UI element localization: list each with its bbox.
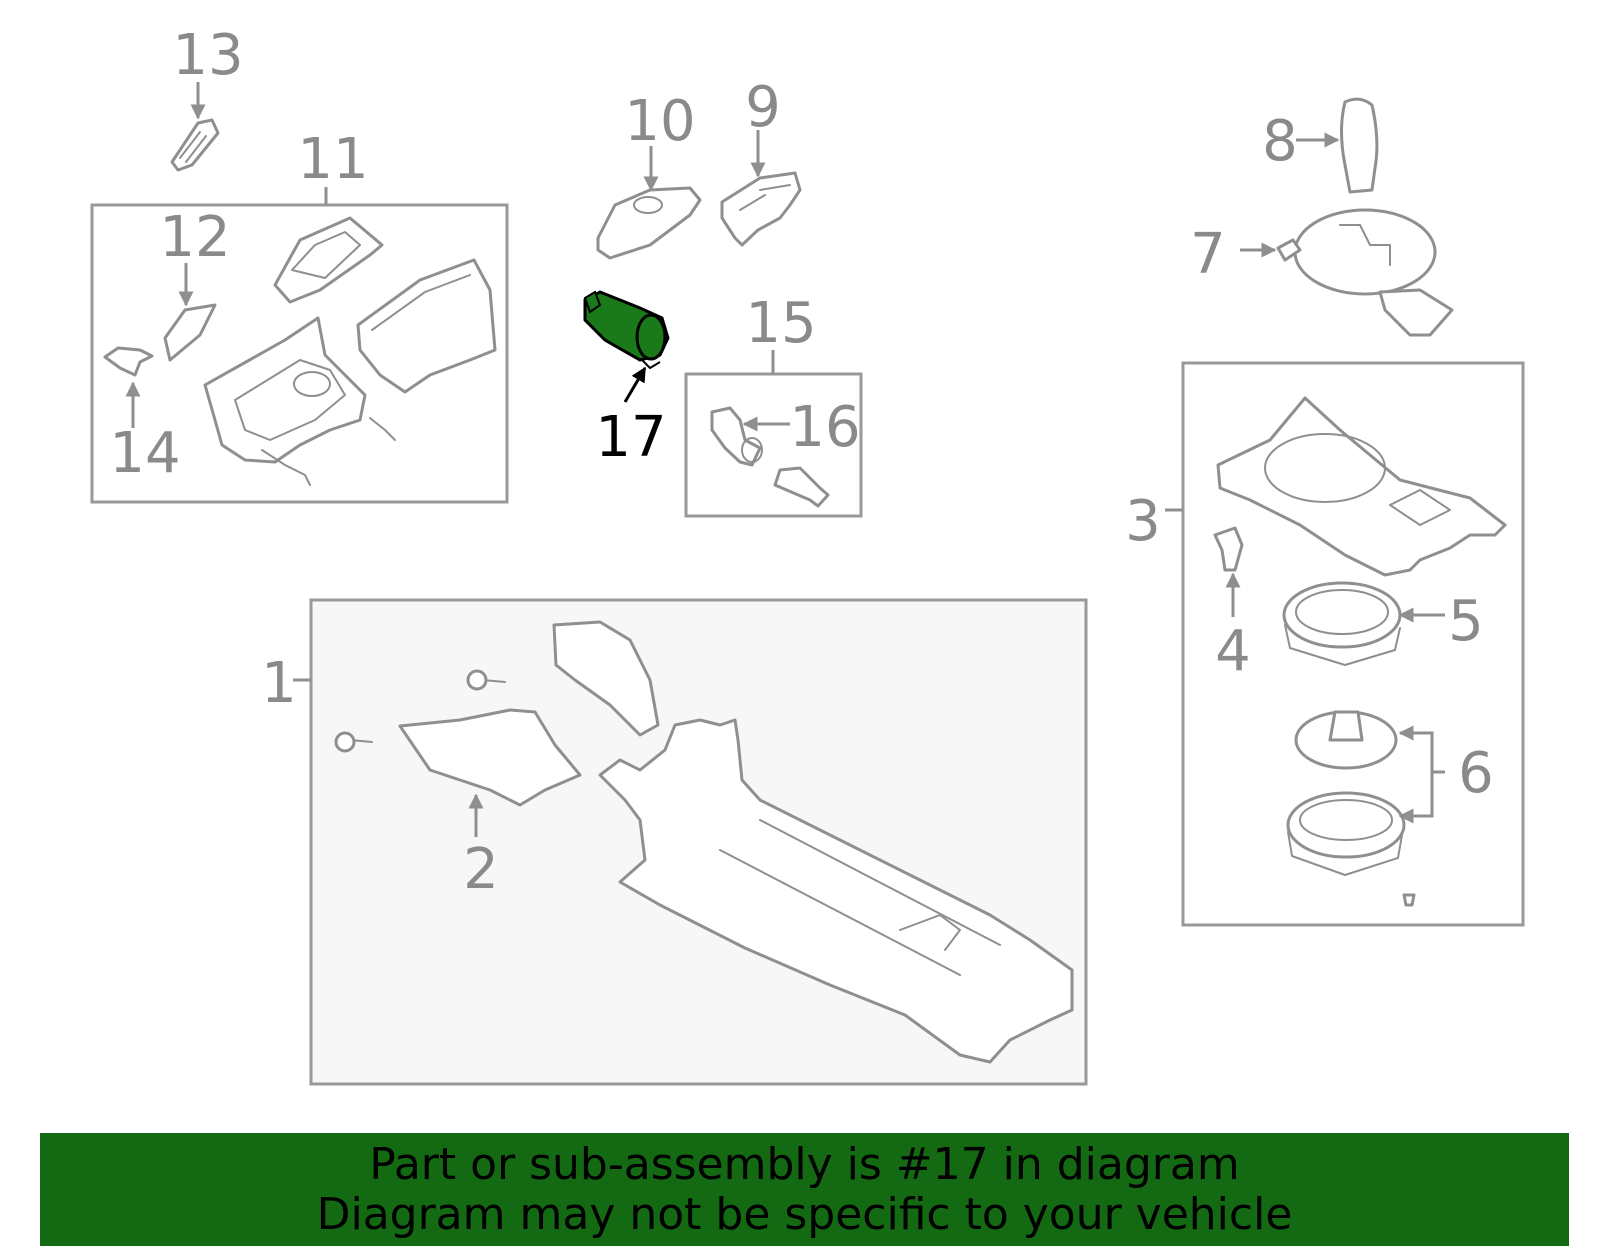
- callout-16: 16: [789, 395, 860, 460]
- part-5-ring: [1282, 581, 1445, 666]
- callout-7: 7: [1190, 222, 1226, 287]
- callout-15: 15: [745, 291, 816, 356]
- footer-banner: Part or sub-assembly is #17 in diagram D…: [40, 1133, 1569, 1246]
- footer-line-1: Part or sub-assembly is #17 in diagram: [369, 1138, 1240, 1190]
- part-8-shift-knob: [1296, 97, 1379, 194]
- callout-12: 12: [159, 205, 230, 270]
- part-12-clip: [163, 263, 217, 362]
- part-3-console-top: [1216, 396, 1507, 577]
- callout-10: 10: [624, 89, 695, 154]
- callout-9: 9: [745, 75, 781, 140]
- callout-14: 14: [109, 421, 180, 486]
- part-7-shift-indicator: [1240, 208, 1454, 337]
- callout-4: 4: [1215, 619, 1251, 684]
- part-4-clip: [1213, 526, 1244, 617]
- group-15-box: [684, 350, 863, 518]
- callout-11: 11: [297, 127, 368, 192]
- part-1-console-body: [334, 620, 1074, 1064]
- callout-2: 2: [463, 837, 499, 902]
- part-9-switch: [720, 130, 802, 247]
- callout-6: 6: [1458, 741, 1494, 806]
- callout-13: 13: [172, 23, 243, 88]
- callout-1: 1: [261, 651, 297, 716]
- footer-line-2: Diagram may not be specific to your vehi…: [316, 1188, 1293, 1240]
- part-6-boot-and-ring: [1286, 710, 1445, 907]
- part-10-switch-panel: [596, 146, 702, 260]
- part-16-socket-and-lighter: [710, 406, 830, 508]
- part-14-clip: [103, 346, 154, 428]
- part-17-power-outlet: [583, 290, 670, 403]
- callout-8: 8: [1262, 109, 1298, 174]
- callout-17: 17: [595, 405, 666, 470]
- part-11-trim-pieces: [203, 216, 497, 486]
- callout-3: 3: [1125, 489, 1161, 554]
- callout-5: 5: [1448, 589, 1484, 654]
- part-13-bracket: [170, 82, 220, 172]
